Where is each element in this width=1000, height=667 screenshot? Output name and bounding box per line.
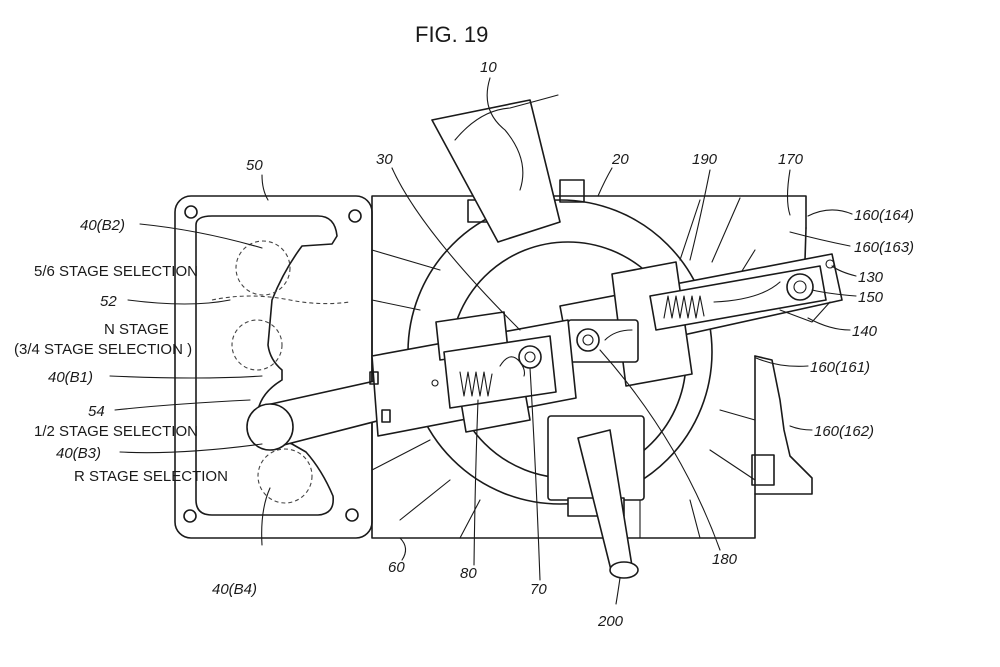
input-shaft xyxy=(431,94,561,243)
caption-stage-34: (3/4 STAGE SELECTION ) xyxy=(14,341,192,358)
label-80: 80 xyxy=(460,565,477,582)
caption-stage-r: R STAGE SELECTION xyxy=(74,468,228,485)
label-160-163: 160(163) xyxy=(854,239,914,256)
label-10: 10 xyxy=(480,59,497,76)
label-200: 200 xyxy=(597,613,624,630)
stage-position-b1 xyxy=(231,319,283,371)
caption-stage-n: N STAGE xyxy=(104,321,169,338)
label-70: 70 xyxy=(530,581,547,598)
reference-numerals: 10 20 30 50 190 170 160(164) 160(163) 13… xyxy=(48,59,914,630)
label-50: 50 xyxy=(246,157,263,174)
label-30: 30 xyxy=(376,151,393,168)
select-lever xyxy=(246,311,577,451)
label-40-b2: 40(B2) xyxy=(80,217,125,234)
label-190: 190 xyxy=(692,151,718,168)
label-40-b3: 40(B3) xyxy=(56,445,101,462)
lever-assembly-right xyxy=(559,253,843,387)
gate-plate xyxy=(174,195,373,539)
stage-captions: 5/6 STAGE SELECTION N STAGE (3/4 STAGE S… xyxy=(14,263,228,485)
label-20: 20 xyxy=(611,151,629,168)
label-54: 54 xyxy=(88,403,105,420)
label-180: 180 xyxy=(712,551,738,568)
label-52: 52 xyxy=(100,293,117,310)
label-40-b4: 40(B4) xyxy=(212,581,257,598)
figure-title: FIG. 19 xyxy=(415,22,488,47)
caption-stage-56: 5/6 STAGE SELECTION xyxy=(34,263,198,280)
label-40-b1: 40(B1) xyxy=(48,369,93,386)
caption-stage-12: 1/2 STAGE SELECTION xyxy=(34,423,198,440)
stage-position-b4 xyxy=(257,448,313,504)
stage-position-b2 xyxy=(235,240,291,296)
label-60: 60 xyxy=(388,559,405,576)
label-160-161: 160(161) xyxy=(810,359,870,376)
label-130: 130 xyxy=(858,269,884,286)
label-170: 170 xyxy=(778,151,804,168)
control-lever-200 xyxy=(547,415,645,579)
label-160-164: 160(164) xyxy=(854,207,914,224)
label-140: 140 xyxy=(852,323,878,340)
leader-lines xyxy=(109,77,857,605)
label-160-162: 160(162) xyxy=(814,423,874,440)
label-150: 150 xyxy=(858,289,884,306)
